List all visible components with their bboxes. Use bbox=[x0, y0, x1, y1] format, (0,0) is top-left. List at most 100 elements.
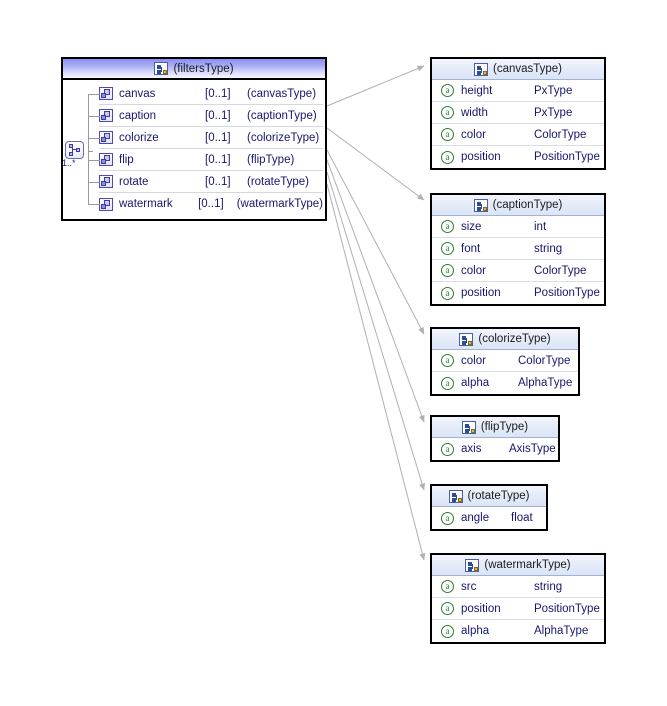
element-name: watermark bbox=[119, 198, 173, 210]
attribute-row[interactable]: a color ColorType bbox=[432, 124, 604, 146]
tree-branch-caption bbox=[88, 116, 100, 117]
type-box-canvasType[interactable]: (canvasType) a height PxType a width PxT… bbox=[430, 57, 606, 170]
attribute-list: a height PxType a width PxType a color C… bbox=[432, 80, 604, 168]
type-header: (watermarkType) bbox=[432, 555, 604, 576]
schema-type-icon bbox=[465, 558, 480, 572]
attribute-row[interactable]: a position PositionType bbox=[432, 282, 604, 304]
tree-branch-flip bbox=[88, 160, 100, 161]
attribute-icon: a bbox=[441, 106, 454, 119]
type-title: (flipType) bbox=[480, 421, 529, 433]
type-box-colorizeType[interactable]: (colorizeType) a color ColorType a alpha… bbox=[430, 327, 580, 396]
attribute-name: position bbox=[461, 602, 501, 615]
tree-trunk bbox=[88, 94, 89, 205]
root-type-header: (filtersType) bbox=[63, 59, 325, 80]
type-header: (canvasType) bbox=[432, 59, 604, 80]
schema-type-icon bbox=[154, 62, 169, 75]
element-row-flip[interactable]: flip [0..1] (flipType) bbox=[99, 149, 323, 171]
element-type: (watermarkType) bbox=[236, 198, 323, 210]
type-title: (rotateType) bbox=[467, 490, 530, 502]
attribute-icon: a bbox=[441, 580, 454, 593]
attribute-row[interactable]: a width PxType bbox=[432, 102, 604, 124]
connector-caption bbox=[326, 127, 425, 201]
attribute-icon: a bbox=[441, 84, 454, 97]
attribute-list: a size int a font string a color ColorTy… bbox=[432, 216, 604, 304]
attribute-name: alpha bbox=[461, 377, 490, 389]
attribute-type: ColorType bbox=[534, 264, 587, 277]
element-cardinality: [0..1] bbox=[205, 131, 231, 144]
type-box-captionType[interactable]: (captionType) a size int a font string a… bbox=[430, 193, 606, 306]
attribute-type: int bbox=[534, 220, 547, 233]
attribute-row[interactable]: a color ColorType bbox=[432, 260, 604, 282]
type-box-watermarkType[interactable]: (watermarkType) a src string a position … bbox=[430, 553, 606, 644]
root-element-list: canvas [0..1] (canvasType) caption [0..1… bbox=[63, 80, 325, 219]
attribute-name: axis bbox=[461, 443, 482, 455]
root-type-box-filtersType[interactable]: (filtersType) canvas [0..1] (canvasType)… bbox=[61, 57, 327, 221]
compositor-cardinality: 1..* bbox=[62, 158, 76, 168]
element-cardinality: [0..1] bbox=[205, 87, 231, 100]
attribute-row[interactable]: a angle float bbox=[432, 507, 546, 529]
tree-branch-rotate bbox=[88, 182, 100, 183]
attribute-icon: a bbox=[441, 511, 454, 525]
attribute-list: a src string a position PositionType a a… bbox=[432, 576, 604, 642]
element-icon bbox=[99, 197, 113, 211]
attribute-name: angle bbox=[461, 512, 490, 524]
attribute-list: a axis AxisType bbox=[432, 438, 558, 460]
attribute-row[interactable]: a axis AxisType bbox=[432, 438, 558, 460]
element-icon bbox=[99, 175, 113, 188]
attribute-type: PxType bbox=[534, 106, 573, 119]
connector-rotate bbox=[326, 171, 425, 491]
attribute-icon: a bbox=[441, 624, 454, 638]
attribute-type: AlphaType bbox=[518, 377, 573, 389]
attribute-type: PositionType bbox=[534, 602, 600, 615]
attribute-row[interactable]: a position PositionType bbox=[432, 146, 604, 168]
attribute-type: PxType bbox=[534, 84, 573, 97]
attribute-icon: a bbox=[441, 128, 454, 141]
type-header: (rotateType) bbox=[432, 486, 546, 507]
attribute-row[interactable]: a color ColorType bbox=[432, 350, 578, 372]
attribute-list: a color ColorType a alpha AlphaType bbox=[432, 350, 578, 394]
attribute-row[interactable]: a position PositionType bbox=[432, 598, 604, 620]
attribute-name: height bbox=[461, 84, 493, 97]
attribute-type: AxisType bbox=[509, 443, 556, 455]
type-title: (captionType) bbox=[492, 199, 563, 211]
attribute-row[interactable]: a src string bbox=[432, 576, 604, 598]
schema-type-icon bbox=[448, 489, 463, 503]
element-row-rotate[interactable]: rotate [0..1] (rotateType) bbox=[99, 171, 323, 193]
attribute-icon: a bbox=[441, 220, 454, 233]
element-row-caption[interactable]: caption [0..1] (captionType) bbox=[99, 105, 323, 127]
element-type: (rotateType) bbox=[247, 175, 309, 188]
element-icon bbox=[99, 109, 113, 122]
type-header: (captionType) bbox=[432, 195, 604, 216]
type-header: (flipType) bbox=[432, 417, 558, 438]
connector-watermark bbox=[326, 183, 426, 561]
type-box-flipType[interactable]: (flipType) a axis AxisType bbox=[430, 415, 560, 462]
element-row-canvas[interactable]: canvas [0..1] (canvasType) bbox=[99, 83, 323, 105]
schema-type-icon bbox=[473, 62, 488, 76]
attribute-row[interactable]: a size int bbox=[432, 216, 604, 238]
type-title: (colorizeType) bbox=[478, 333, 551, 345]
element-row-watermark[interactable]: watermark [0..1] (watermarkType) bbox=[99, 193, 323, 215]
type-box-rotateType[interactable]: (rotateType) a angle float bbox=[430, 484, 548, 531]
attribute-type: float bbox=[511, 512, 533, 524]
attribute-name: color bbox=[461, 128, 486, 141]
attribute-name: size bbox=[461, 220, 482, 233]
attribute-icon: a bbox=[441, 602, 454, 615]
tree-branch-watermark bbox=[88, 204, 100, 205]
schema-type-icon bbox=[461, 420, 476, 434]
attribute-type: ColorType bbox=[534, 128, 587, 141]
sequence-compositor-icon[interactable]: 1..* bbox=[62, 141, 88, 168]
connector-canvas bbox=[326, 65, 425, 107]
attribute-row[interactable]: a alpha AlphaType bbox=[432, 372, 578, 394]
attribute-icon: a bbox=[441, 150, 454, 164]
schema-type-icon bbox=[473, 198, 488, 212]
element-row-colorize[interactable]: colorize [0..1] (colorizeType) bbox=[99, 127, 323, 149]
element-name: rotate bbox=[119, 175, 149, 188]
attribute-name: color bbox=[461, 354, 486, 367]
attribute-row[interactable]: a height PxType bbox=[432, 80, 604, 102]
attribute-row[interactable]: a font string bbox=[432, 238, 604, 260]
element-type: (captionType) bbox=[247, 109, 317, 122]
attribute-type: PositionType bbox=[534, 151, 600, 163]
connector-colorize bbox=[326, 149, 425, 335]
attribute-name: width bbox=[461, 106, 488, 119]
attribute-row[interactable]: a alpha AlphaType bbox=[432, 620, 604, 642]
